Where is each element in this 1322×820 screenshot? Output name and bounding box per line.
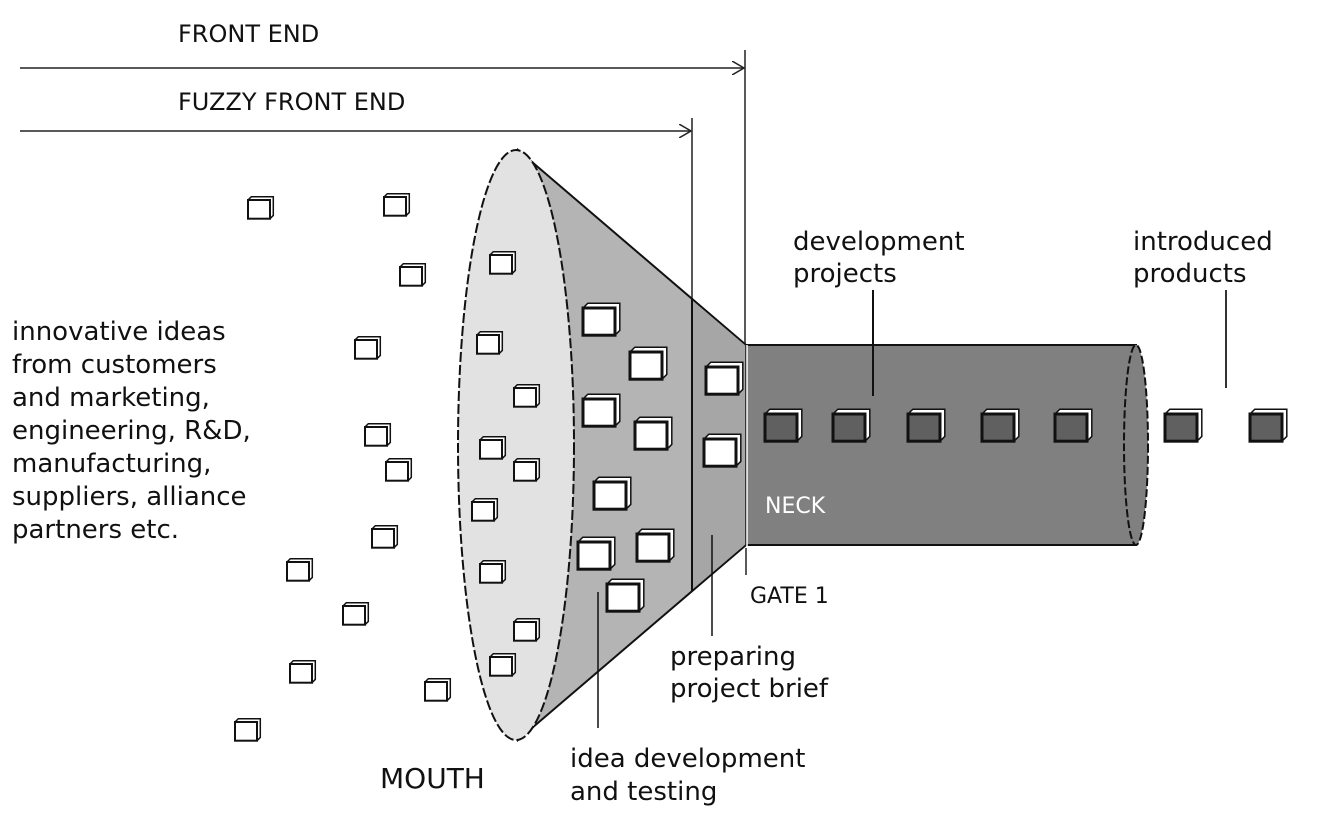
- idea-cube: [512, 617, 541, 642]
- sources-line: manufacturing,: [12, 449, 211, 479]
- neck-end-ellipse: [1123, 344, 1149, 546]
- project-cube: [831, 408, 871, 443]
- idea-cube: [488, 250, 517, 275]
- front-end-label: FRONT END: [178, 20, 319, 48]
- idea-cube-large: [592, 476, 632, 511]
- sources-line: partners etc.: [12, 515, 179, 545]
- funnel-mouth: [457, 149, 575, 741]
- idea-cube: [285, 557, 314, 582]
- idea-cube-large: [581, 302, 621, 337]
- idea-cube: [382, 192, 411, 217]
- idea-cube-large: [605, 578, 645, 613]
- idea-cube-large: [628, 346, 668, 381]
- neck-cylinder: [745, 344, 1137, 546]
- idea-cube: [475, 330, 504, 355]
- sources-line: engineering, R&D,: [12, 416, 251, 446]
- sources-line: suppliers, alliance: [12, 482, 247, 512]
- idea-cube-large: [704, 361, 744, 396]
- sources-line: from customers: [12, 350, 217, 380]
- idea-development-label: idea development: [570, 744, 805, 774]
- idea-cube: [398, 262, 427, 287]
- idea-cube: [341, 601, 370, 626]
- idea-cube-large: [581, 393, 621, 428]
- idea-cube: [488, 652, 517, 677]
- preparing-label: preparing: [670, 642, 796, 672]
- idea-cube: [470, 497, 499, 522]
- project-cube: [906, 408, 946, 443]
- idea-cube: [423, 677, 452, 702]
- idea-development-label: and testing: [570, 777, 717, 807]
- idea-cube: [370, 524, 399, 549]
- idea-cube-large: [633, 416, 673, 451]
- idea-cube: [288, 659, 317, 684]
- idea-cube: [512, 457, 541, 482]
- project-cube: [1053, 408, 1093, 443]
- introduced-products-label: products: [1133, 259, 1247, 289]
- project-cube: [763, 408, 803, 443]
- introduced-products-label: introduced: [1133, 227, 1273, 257]
- idea-cube: [384, 457, 413, 482]
- idea-cube: [512, 383, 541, 408]
- idea-cube: [363, 422, 392, 447]
- cubes-group: [233, 192, 1288, 742]
- idea-cube: [233, 717, 262, 742]
- development-projects-label: development: [793, 227, 965, 257]
- idea-cube-large: [635, 528, 675, 563]
- preparing-label: project brief: [670, 674, 829, 704]
- fuzzy-front-end-label: FUZZY FRONT END: [178, 88, 405, 116]
- mouth-label: MOUTH: [380, 762, 485, 795]
- idea-cube: [246, 195, 275, 220]
- sources-line: innovative ideas: [12, 317, 226, 347]
- sources-line: and marketing,: [12, 383, 210, 413]
- idea-cube: [478, 559, 507, 584]
- gate-1-label: GATE 1: [750, 584, 829, 609]
- idea-cube: [353, 335, 382, 360]
- product-cube: [1248, 408, 1288, 443]
- development-projects-label: projects: [793, 259, 897, 289]
- idea-cube-large: [702, 433, 742, 468]
- sources-label: innovative ideas from customers and mark…: [12, 317, 251, 545]
- project-cube: [980, 408, 1020, 443]
- idea-cube-large: [576, 536, 616, 571]
- idea-cube: [478, 435, 507, 460]
- product-cube: [1163, 408, 1203, 443]
- neck-label: NECK: [765, 494, 826, 519]
